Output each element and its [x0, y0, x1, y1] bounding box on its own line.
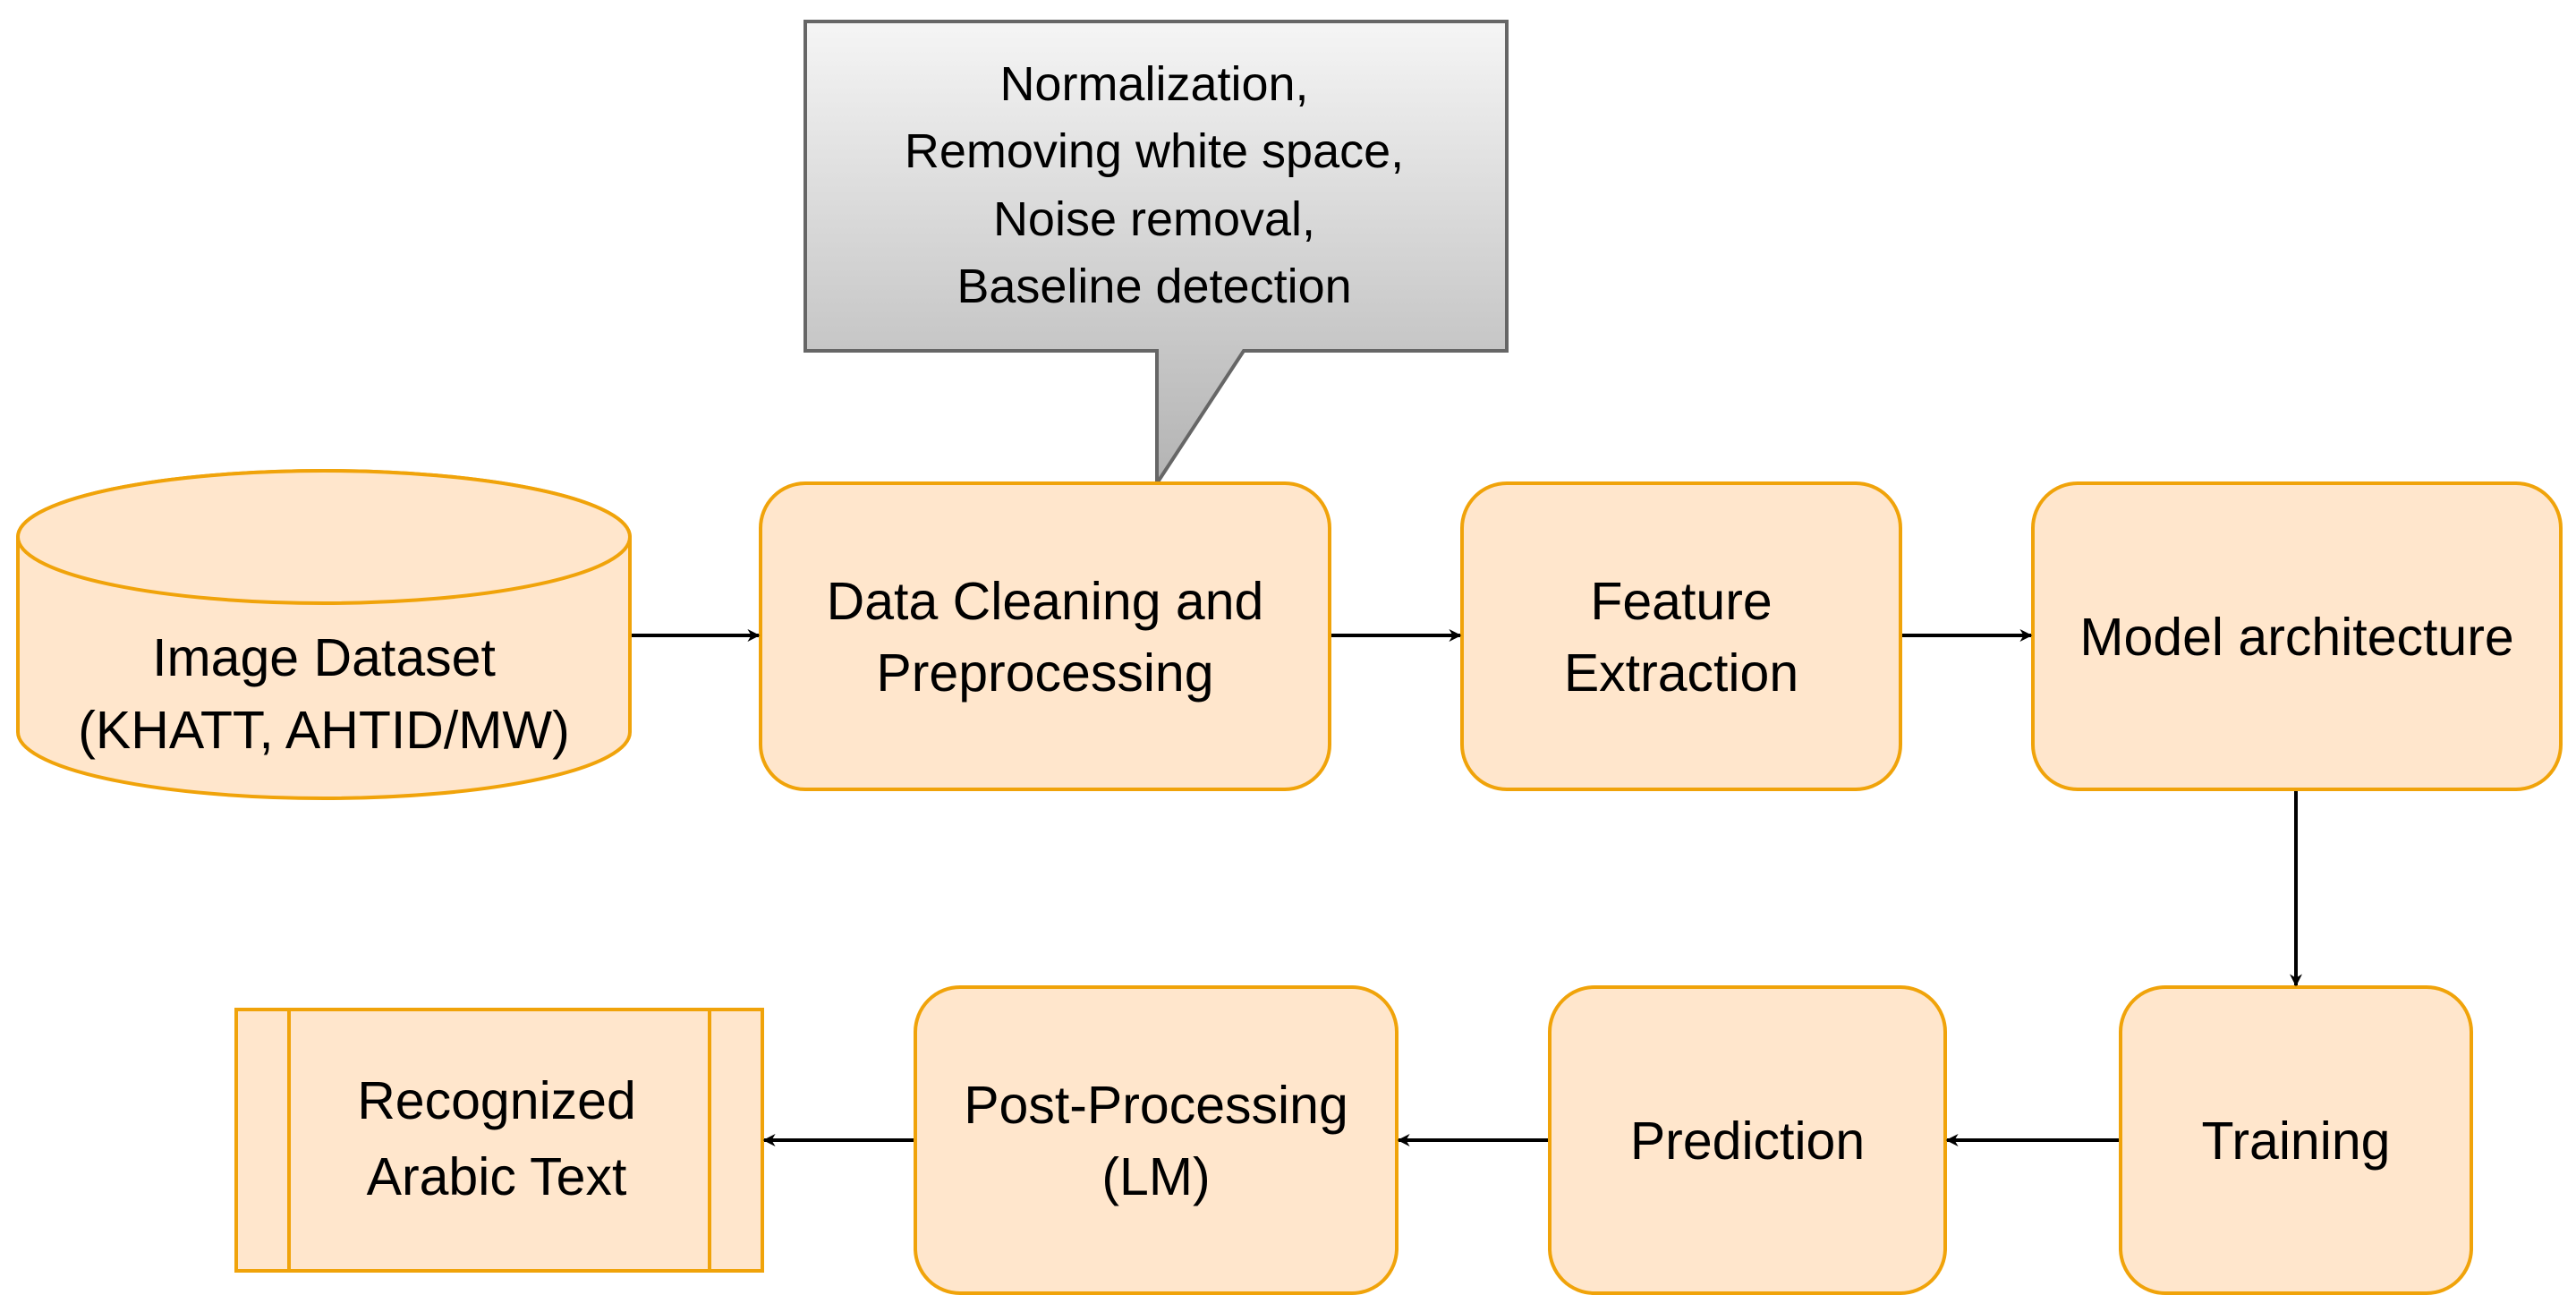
image-dataset-label-line-1: Image Dataset — [152, 628, 496, 687]
feature-extraction-node: Feature Extraction — [1460, 481, 1902, 791]
prediction-node: Prediction — [1548, 985, 1947, 1295]
recognized-text-node: Recognized Arabic Text — [234, 1008, 764, 1273]
image-dataset-cylinder-top — [16, 469, 632, 605]
image-dataset-label-line-2: (KHATT, AHTID/MW) — [78, 701, 570, 760]
feature-extraction-label-line-1: Feature — [1590, 572, 1772, 631]
recognized-text-label-line-1: Recognized — [357, 1071, 636, 1130]
post-processing-label-line-1: Post-Processing — [964, 1076, 1348, 1135]
prediction-box — [1548, 985, 1947, 1295]
post-processing-node: Post-Processing (LM) — [914, 985, 1399, 1295]
callout-line-2: Removing white space, — [905, 124, 1404, 178]
data-cleaning-label-line-1: Data Cleaning and — [827, 572, 1264, 631]
training-label: Training — [2202, 1112, 2391, 1171]
post-processing-label-line-2: (LM) — [1101, 1147, 1210, 1206]
preprocessing-steps-callout: Normalization, Removing white space, Noi… — [803, 20, 1509, 490]
data-cleaning-label-line-2: Preprocessing — [876, 643, 1213, 703]
data-cleaning-node: Data Cleaning and Preprocessing — [759, 481, 1331, 791]
callout-line-1: Normalization, — [999, 57, 1308, 111]
callout-shape — [803, 20, 1509, 490]
prediction-label: Prediction — [1630, 1112, 1865, 1171]
model-architecture-node: Model architecture — [2031, 481, 2563, 791]
feature-extraction-label-line-2: Extraction — [1564, 643, 1798, 703]
model-architecture-label: Model architecture — [2079, 608, 2513, 667]
recognized-text-box — [234, 1008, 764, 1273]
flow-arrows — [632, 629, 2302, 1146]
model-architecture-box — [2031, 481, 2563, 791]
training-box — [2119, 985, 2473, 1295]
recognized-text-label-line-2: Arabic Text — [367, 1147, 627, 1206]
training-node: Training — [2119, 985, 2473, 1295]
data-cleaning-box — [759, 481, 1331, 791]
feature-extraction-box — [1460, 481, 1902, 791]
callout-line-4: Baseline detection — [956, 260, 1351, 313]
callout-line-3: Noise removal, — [993, 192, 1315, 246]
post-processing-box — [914, 985, 1399, 1295]
image-dataset-node: Image Dataset (KHATT, AHTID/MW) — [16, 469, 632, 800]
